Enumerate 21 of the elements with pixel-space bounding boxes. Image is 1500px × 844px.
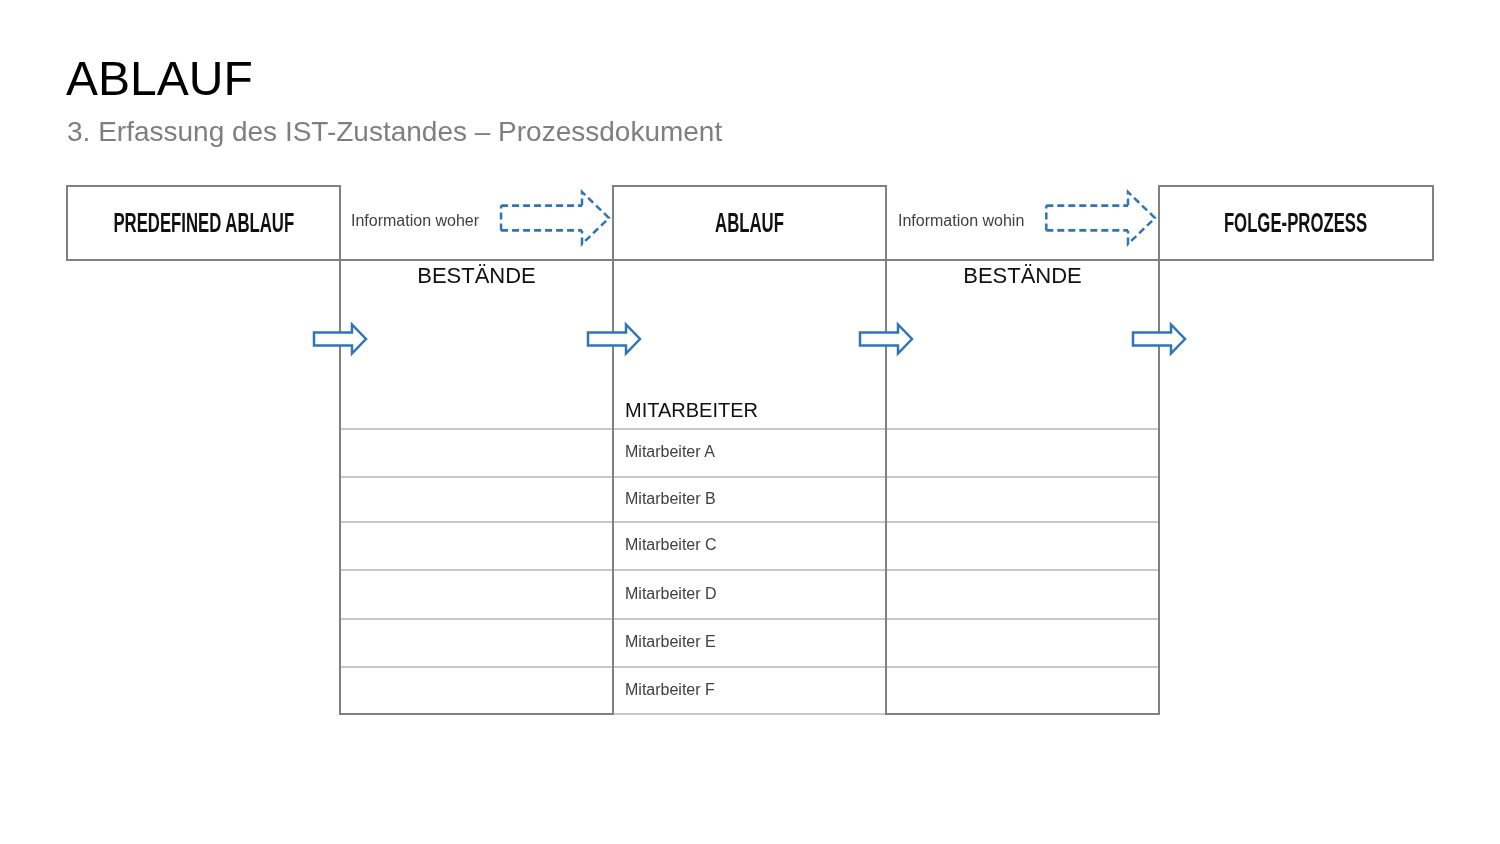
table-column (885, 259, 1160, 715)
cell-text: Mitarbeiter E (625, 634, 716, 650)
column-heading: BESTÄNDE (417, 265, 536, 287)
cell-text: Mitarbeiter A (625, 444, 715, 460)
column-heading: BESTÄNDE (963, 265, 1082, 287)
slide-subtitle: 3. Erfassung des IST-Zustandes – Prozessdokument (67, 118, 723, 146)
table-column (339, 259, 614, 715)
slide-title: ABLAUF (66, 55, 253, 103)
info-text: Information woher (351, 213, 480, 229)
process-box (66, 185, 341, 261)
process-box (612, 185, 887, 261)
cell-text: Mitarbeiter B (625, 490, 716, 507)
box-title: FOLGE-PROZESS (1224, 209, 1368, 237)
cell-text: Mitarbeiter F (625, 681, 715, 698)
column-heading: MITARBEITER (625, 400, 758, 420)
box-title: ABLAUF (715, 209, 784, 237)
process-box (1158, 185, 1434, 261)
cell-text: Mitarbeiter C (625, 537, 717, 553)
cell-text: Mitarbeiter D (625, 585, 717, 602)
info-text: Information wohin (898, 213, 1025, 229)
box-title: PREDEFINED ABLAUF (113, 209, 294, 237)
